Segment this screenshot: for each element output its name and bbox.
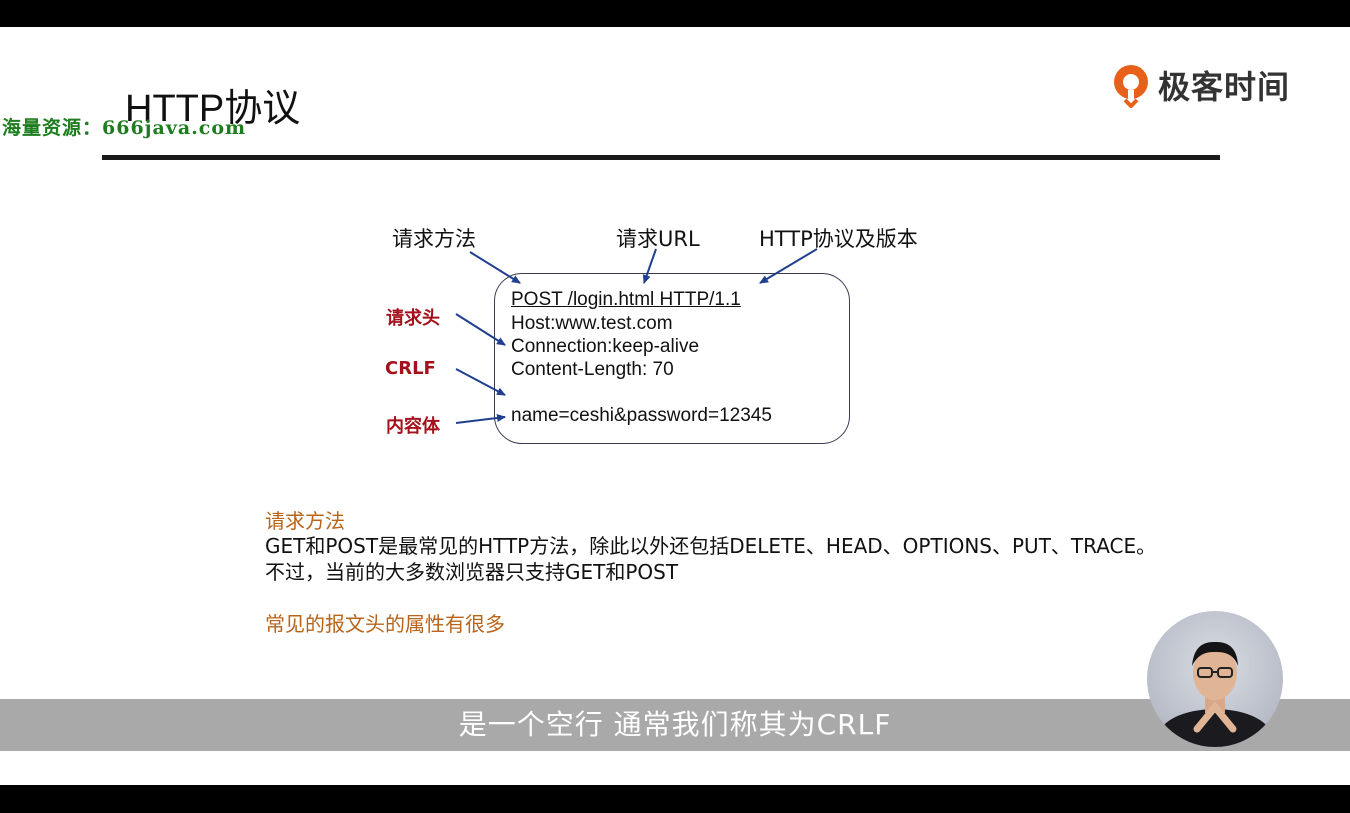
label-request-header: 请求头 — [386, 308, 440, 329]
presenter-avatar-icon — [1157, 641, 1273, 747]
notes-line-1: GET和POST是最常见的HTTP方法，除此以外还包括DELETE、HEAD、O… — [265, 534, 1157, 558]
title-divider — [102, 155, 1220, 160]
label-crlf: CRLF — [385, 358, 436, 379]
geektime-logo-icon — [1114, 65, 1148, 108]
subtitle-bar — [0, 699, 1350, 751]
label-request-method: 请求方法 — [392, 227, 476, 251]
subtitle-text: 是一个空行 通常我们称其为CRLF — [458, 708, 892, 741]
notes-line-2: 不过，当前的大多数浏览器只支持GET和POST — [265, 560, 679, 584]
logo: 极客时间 — [1110, 62, 1290, 108]
presenter-video — [1147, 611, 1283, 747]
header-host: Host:www.test.com — [511, 313, 673, 334]
slide-title: HTTP协议 — [125, 88, 301, 130]
slide: 海量资源：666java.com HTTP协议 极客时间 请求方法 请求URL … — [0, 27, 1350, 785]
request-line: POST /login.html HTTP/1.1 — [511, 289, 741, 310]
header-content-length: Content-Length: 70 — [511, 359, 674, 380]
watermark: 海量资源：666java.com — [2, 117, 247, 139]
logo-text: 极客时间 — [1158, 68, 1291, 106]
label-content-body: 内容体 — [386, 416, 440, 437]
label-http-version: HTTP协议及版本 — [759, 227, 918, 251]
request-message-box — [494, 273, 850, 444]
header-connection: Connection:keep-alive — [511, 336, 700, 357]
notes-heading-headers: 常见的报文头的属性有很多 — [265, 612, 505, 636]
label-request-url: 请求URL — [616, 227, 700, 251]
request-body: name=ceshi&password=12345 — [511, 405, 772, 426]
notes-heading-methods: 请求方法 — [265, 509, 345, 533]
